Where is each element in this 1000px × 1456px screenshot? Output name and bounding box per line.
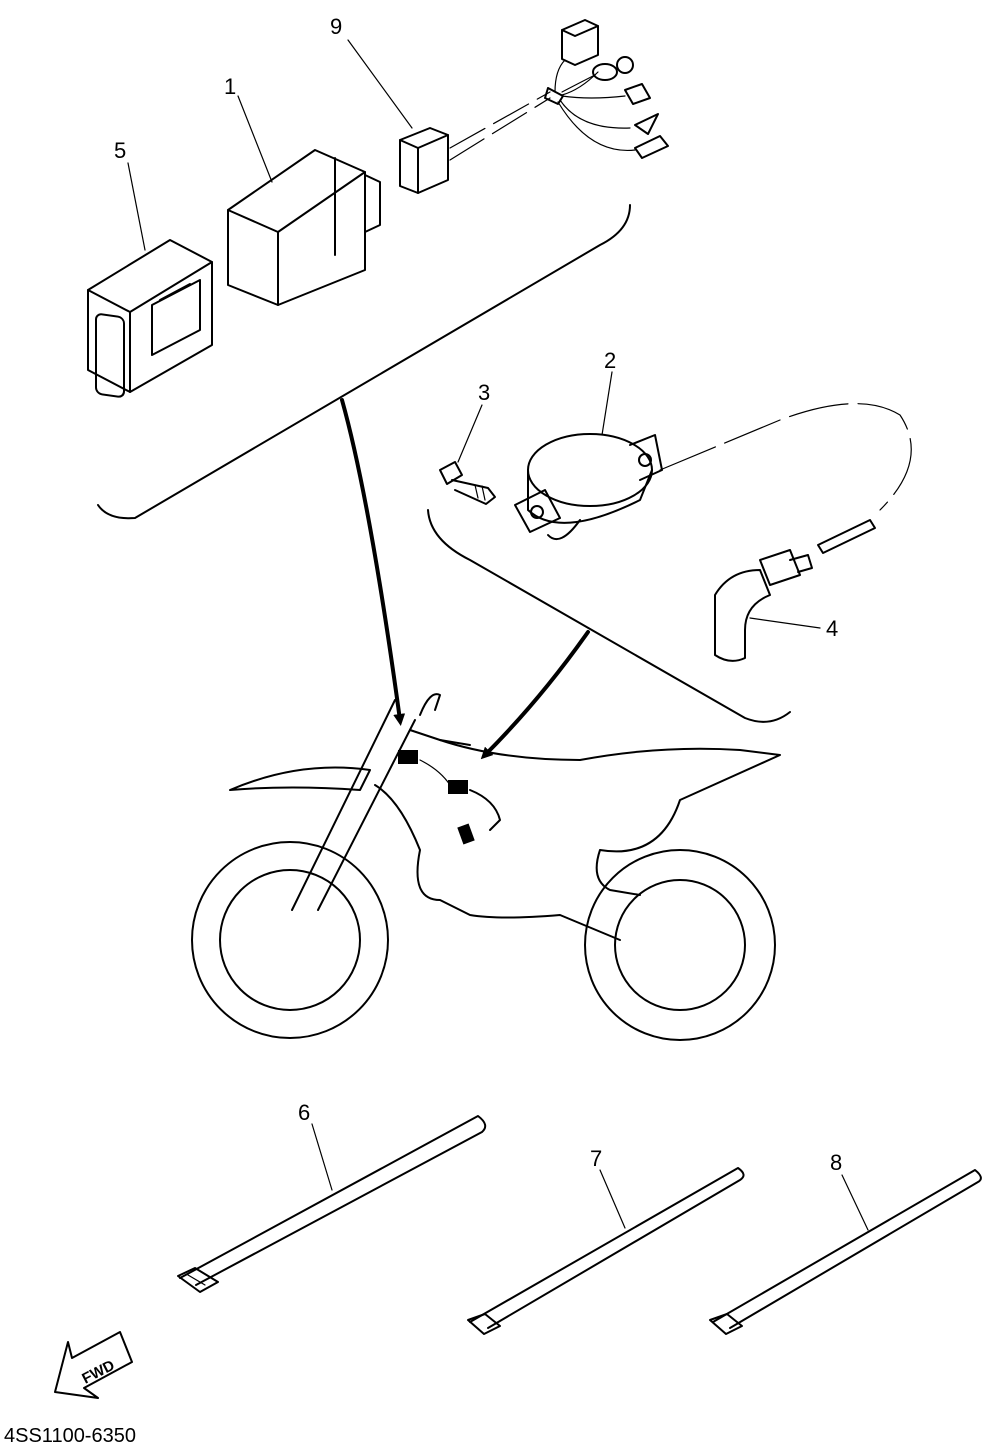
cable-tie-part-8[interactable] (709, 1169, 982, 1335)
wire-harness-part-9[interactable] (399, 19, 669, 194)
callout-6: 6 (298, 1100, 310, 1125)
callout-3: 3 (478, 380, 490, 405)
callout-7: 7 (590, 1146, 602, 1171)
plug-cap-part-4[interactable] (714, 549, 813, 662)
top-group-bracket (97, 204, 631, 726)
callout-1: 1 (224, 74, 236, 99)
motorcycle-outline (191, 693, 781, 1041)
leader-lines (127, 39, 869, 1231)
callout-5: 5 (114, 138, 126, 163)
callout-9: 9 (330, 14, 342, 39)
ignition-coil-part-2[interactable] (514, 403, 912, 554)
middle-group-bracket (427, 509, 791, 760)
bolt-part-3[interactable] (439, 461, 496, 505)
fwd-label: FWD (79, 1357, 117, 1388)
callout-4: 4 (826, 616, 838, 641)
cable-tie-part-6[interactable] (177, 1115, 487, 1293)
cable-tie-part-7[interactable] (467, 1167, 745, 1335)
callout-8: 8 (830, 1150, 842, 1175)
rectifier-part-5[interactable] (87, 239, 213, 398)
cdi-unit-part-1[interactable] (227, 149, 381, 306)
callout-2: 2 (604, 348, 616, 373)
fwd-arrow-icon: FWD (54, 1331, 133, 1399)
diagram-code: 4SS1100-6350 (4, 1425, 136, 1447)
